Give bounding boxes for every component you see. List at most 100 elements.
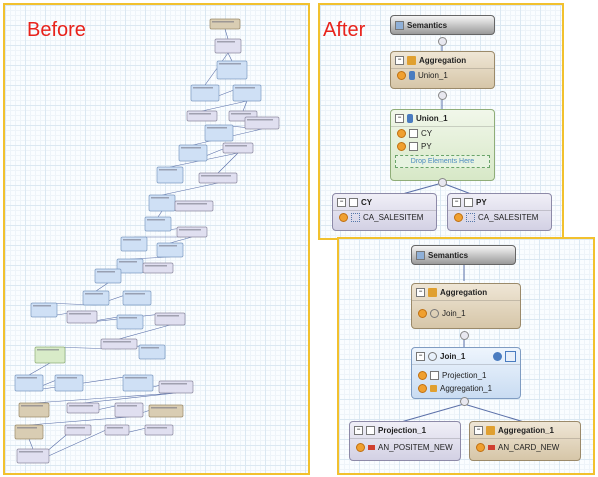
semantics-title: Semantics [428, 250, 469, 260]
before-node-label [97, 271, 115, 273]
before-node [14, 374, 44, 392]
before-node-label [161, 383, 187, 385]
before-link [95, 282, 109, 292]
before-link [169, 236, 193, 244]
collapse-icon[interactable]: − [416, 287, 425, 297]
drop-zone[interactable]: Drop Elements Here [395, 155, 490, 168]
collapse-icon[interactable]: − [474, 425, 483, 435]
before-link [204, 52, 229, 86]
py-source: CA_SALESITEM [478, 213, 539, 222]
collapse-icon[interactable]: − [452, 197, 461, 207]
aggregation-node[interactable]: − Aggregation Join_1 [411, 283, 521, 329]
before-node [209, 18, 241, 30]
before-link [161, 182, 219, 196]
before-node-label [231, 113, 251, 115]
py-node[interactable]: − PY CA_SALESITEM [447, 193, 552, 231]
before-node-label [179, 229, 201, 231]
collapse-icon[interactable]: − [354, 425, 363, 435]
collapse-icon[interactable]: − [395, 113, 404, 123]
after-panel-join: Semantics − Aggregation Join_1 − Join_1 … [337, 237, 595, 475]
before-node-label [119, 317, 137, 319]
before-link [217, 152, 239, 174]
before-node-label [235, 87, 255, 89]
join-title: Join_1 [440, 351, 466, 361]
aggregation1-source: AN_CARD_NEW [498, 443, 560, 452]
projection-node[interactable]: − Projection_1 AN_POSITEM_NEW [349, 421, 461, 461]
aggregation-icon [428, 287, 437, 297]
semantics-icon [416, 250, 425, 260]
before-node-label [159, 169, 177, 171]
before-node-label [125, 377, 147, 379]
before-node [198, 172, 238, 184]
before-link [28, 362, 51, 376]
before-node-label [17, 377, 37, 379]
before-node-label [69, 405, 93, 407]
before-node [178, 144, 208, 162]
aggregation-port [438, 91, 447, 100]
before-node [156, 166, 184, 184]
input-marker-icon [418, 384, 427, 393]
before-node-label [57, 377, 77, 379]
before-diagram [14, 18, 280, 464]
cy-node[interactable]: − CY CA_SALESITEM [332, 193, 437, 231]
py-title: PY [476, 197, 487, 207]
input-marker-icon [397, 71, 406, 80]
input-marker-icon [356, 443, 365, 452]
collapse-icon[interactable]: − [395, 55, 404, 65]
union-input-py: PY [421, 142, 432, 151]
projection-icon [464, 197, 473, 207]
projection-title: Projection_1 [378, 425, 427, 435]
table-icon [409, 142, 418, 151]
before-node [244, 116, 280, 130]
collapse-icon[interactable]: − [337, 197, 346, 207]
aggregation1-title: Aggregation_1 [498, 425, 555, 435]
before-node-label [69, 313, 91, 315]
projection-icon [430, 371, 439, 380]
before-node-label [219, 63, 241, 65]
aggregation-node[interactable]: − Aggregation Union_1 [390, 51, 495, 89]
join-type-icon[interactable] [493, 351, 502, 361]
before-node [204, 124, 234, 142]
before-link [224, 28, 229, 40]
collapse-icon[interactable]: − [416, 351, 425, 361]
calc-view-icon [351, 213, 360, 222]
aggregation1-node[interactable]: − Aggregation_1 AN_CARD_NEW [469, 421, 581, 461]
aggregation-icon [407, 55, 416, 65]
before-node-label [125, 293, 145, 295]
after-label: After [323, 19, 366, 41]
before-node [154, 312, 186, 326]
before-node [66, 402, 100, 414]
join-icon [430, 309, 439, 318]
before-node [232, 84, 262, 102]
before-node [142, 262, 174, 274]
before-node-label [151, 407, 177, 409]
semantics-node[interactable]: Semantics [411, 245, 516, 265]
before-node [158, 380, 194, 394]
before-node [34, 346, 66, 364]
before-node-label [37, 349, 59, 351]
aggregation-icon [486, 425, 495, 435]
before-node-label [189, 113, 211, 115]
join-node[interactable]: − Join_1 Projection_1 Aggregation_1 [411, 347, 521, 399]
input-marker-icon [339, 213, 348, 222]
before-node [176, 226, 208, 238]
union-node[interactable]: − Union_1 CY PY Drop Elements Here [390, 109, 495, 181]
analytic-view-icon [368, 445, 375, 450]
aggregation-port [460, 331, 469, 340]
before-node-label [147, 219, 165, 221]
before-node [64, 424, 92, 436]
join-input-aggregation: Aggregation_1 [440, 384, 493, 393]
join-port [460, 397, 469, 406]
semantics-node[interactable]: Semantics [390, 15, 495, 35]
input-marker-icon [397, 129, 406, 138]
analytic-view-icon [488, 445, 495, 450]
before-node-label [19, 451, 43, 453]
before-node-label [225, 145, 247, 147]
cy-source: CA_SALESITEM [363, 213, 424, 222]
before-node-label [67, 427, 85, 429]
before-panel: Before [3, 3, 310, 475]
before-node-label [123, 239, 141, 241]
union-title: Union_1 [416, 113, 448, 123]
before-link [227, 52, 233, 62]
settings-icon[interactable] [505, 350, 516, 362]
